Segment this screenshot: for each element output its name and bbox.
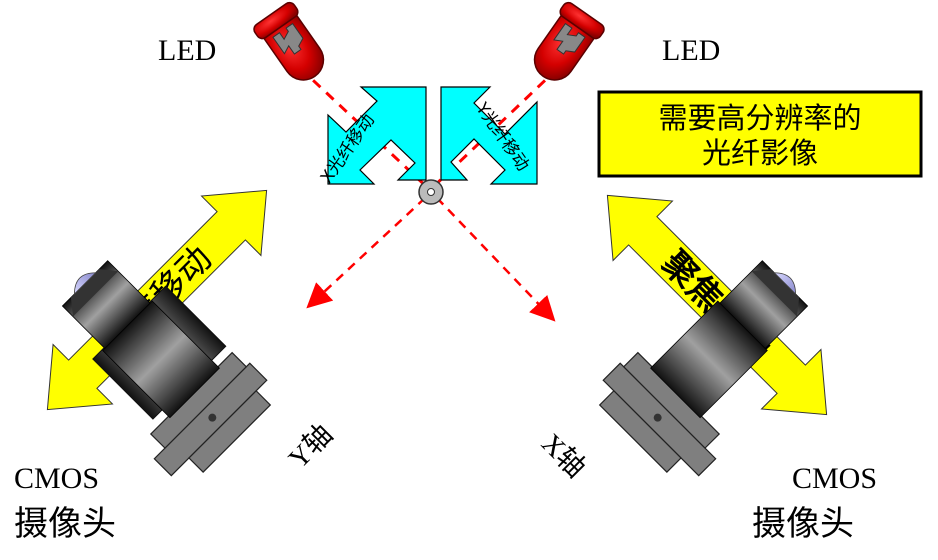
camera-left-name-line2: 摄像头 <box>14 505 116 543</box>
camera-left-name-line1: CMOS <box>14 462 99 495</box>
led-left-label: LED <box>158 34 216 67</box>
camera-right <box>598 260 809 477</box>
led-right-label: LED <box>662 34 720 67</box>
led-right <box>533 1 605 81</box>
camera-right-axis-label: X轴 <box>535 427 592 484</box>
beam-to-right-camera <box>436 197 556 322</box>
camera-right-name-line1: CMOS <box>792 462 877 495</box>
note-box-line1: 需要高分辨率的 <box>658 101 861 135</box>
camera-right-name-line2: 摄像头 <box>752 505 854 543</box>
camera-left <box>61 260 272 477</box>
x-fiber-stage: X光纤移动 <box>317 86 427 187</box>
beam-to-left-camera <box>306 197 426 309</box>
camera-left-axis-label: Y轴 <box>282 418 339 475</box>
y-fiber-stage: Y光纤移动 <box>440 86 538 185</box>
note-box: 需要高分辨率的 光纤影像 <box>597 90 923 178</box>
note-box-line2: 光纤影像 <box>702 136 818 170</box>
led-left <box>253 1 325 81</box>
fiber-target <box>418 179 444 205</box>
